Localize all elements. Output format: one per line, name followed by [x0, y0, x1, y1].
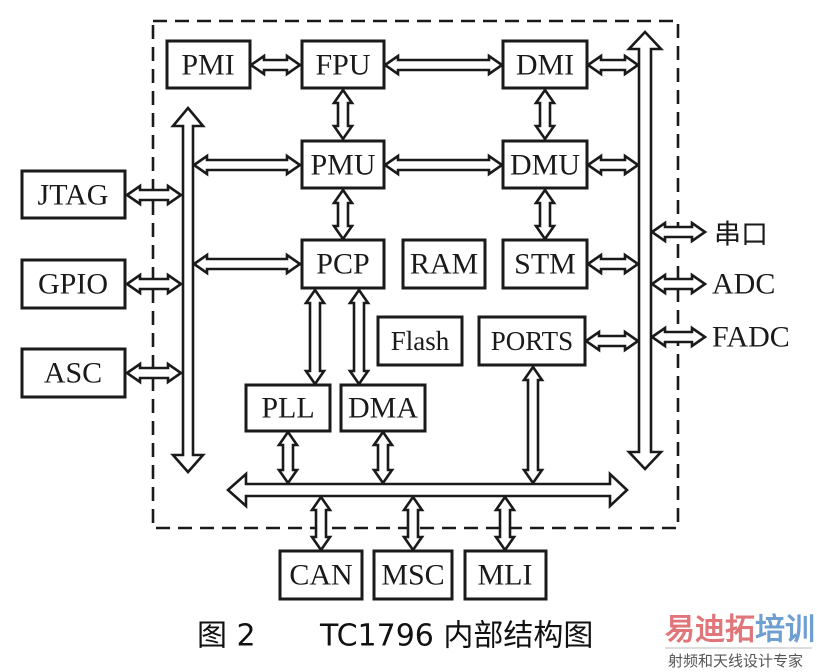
pmi-block: PMI	[165, 39, 252, 90]
arrow-fpu-dmi	[382, 53, 505, 77]
arrow-jtag-leftbus	[124, 183, 184, 207]
fpu-block: FPU	[300, 39, 386, 90]
jtag-block: JTAG	[20, 169, 127, 220]
arrow-rightbus-serial	[649, 220, 708, 244]
fpu-label: FPU	[315, 49, 370, 82]
arrow-leftbus-pmu	[191, 153, 303, 177]
figure-number: 图 2	[197, 619, 256, 654]
adc-label: ADC	[712, 268, 775, 301]
arrow-dma-bus	[371, 429, 395, 486]
arrow-asc-leftbus	[124, 361, 184, 385]
dma-label: DMA	[348, 392, 418, 425]
mli-label: MLI	[478, 559, 533, 592]
arrow-rightbus-adc	[649, 272, 708, 296]
bottom-peripheral-bus	[226, 470, 629, 510]
vertical-connectors	[276, 87, 557, 553]
pcp-block: PCP	[300, 238, 386, 290]
watermark-tagline: 射频和天线设计专家	[668, 652, 803, 670]
flash-label: Flash	[391, 326, 450, 356]
chip-boundary	[151, 19, 680, 530]
ram-label: RAM	[410, 248, 478, 281]
watermark-brand-red: 易迪拓	[665, 613, 755, 648]
gpio-label: GPIO	[38, 268, 108, 301]
pmi-label: PMI	[181, 49, 234, 82]
gpio-block: GPIO	[20, 258, 127, 310]
dma-block: DMA	[339, 383, 427, 433]
flash-block: Flash	[376, 315, 464, 367]
arrow-dmi-dmu	[533, 87, 557, 142]
arrow-fpu-pmu	[331, 87, 355, 142]
dmi-label: DMI	[516, 49, 574, 82]
watermark-brand-blue: 培训	[755, 613, 815, 648]
arrow-bus-can	[309, 494, 333, 553]
asc-label: ASC	[44, 357, 102, 390]
arrow-gpio-leftbus	[124, 272, 184, 296]
arrow-stm-rightbus	[585, 252, 641, 276]
dmu-label: DMU	[510, 149, 580, 182]
arrow-dmi-rightbus	[585, 53, 641, 77]
arrow-leftbus-pcp	[191, 252, 303, 276]
right-internal-bus	[625, 30, 665, 471]
arrow-rightbus-fadc	[649, 325, 708, 349]
watermark-logo: 易迪拓 培训 射频和天线设计专家	[665, 613, 815, 670]
mli-block: MLI	[463, 549, 548, 601]
pll-block: PLL	[244, 383, 332, 433]
left-internal-bus	[170, 105, 206, 474]
pmu-label: PMU	[310, 149, 375, 182]
arrow-pcp-dma	[347, 287, 371, 387]
stm-label: STM	[514, 248, 576, 281]
arrow-dmu-stm	[533, 187, 557, 242]
pmu-block: PMU	[300, 139, 386, 190]
stm-block: STM	[501, 238, 589, 290]
asc-block: ASC	[20, 347, 127, 399]
ram-block: RAM	[401, 238, 487, 290]
ports-block: PORTS	[477, 315, 587, 367]
arrow-pmi-fpu	[248, 53, 303, 77]
figure-caption: TC1796 内部结构图	[319, 619, 593, 654]
arrow-pmu-pcp	[331, 187, 355, 242]
arrow-ports-rightbus	[583, 329, 641, 353]
arrow-pcp-pll	[303, 287, 327, 387]
horizontal-connectors	[124, 53, 708, 385]
pll-label: PLL	[261, 392, 314, 425]
msc-block: MSC	[372, 549, 454, 601]
pcp-label: PCP	[316, 248, 369, 281]
arrow-pmu-dmu	[382, 153, 505, 177]
can-label: CAN	[289, 559, 352, 592]
fadc-label: FADC	[712, 321, 790, 354]
arrow-ports-bus	[521, 364, 545, 486]
can-block: CAN	[278, 549, 364, 601]
jtag-label: JTAG	[38, 179, 109, 212]
serial-port-label: 串口	[714, 220, 768, 251]
msc-label: MSC	[381, 559, 444, 592]
dmu-block: DMU	[501, 139, 589, 190]
arrow-bus-mli	[493, 494, 517, 553]
arrow-bus-msc	[401, 494, 425, 553]
ports-label: PORTS	[491, 326, 573, 356]
arrow-pll-bus	[276, 429, 300, 486]
arrow-dmu-rightbus	[585, 153, 641, 177]
dmi-block: DMI	[501, 39, 589, 90]
